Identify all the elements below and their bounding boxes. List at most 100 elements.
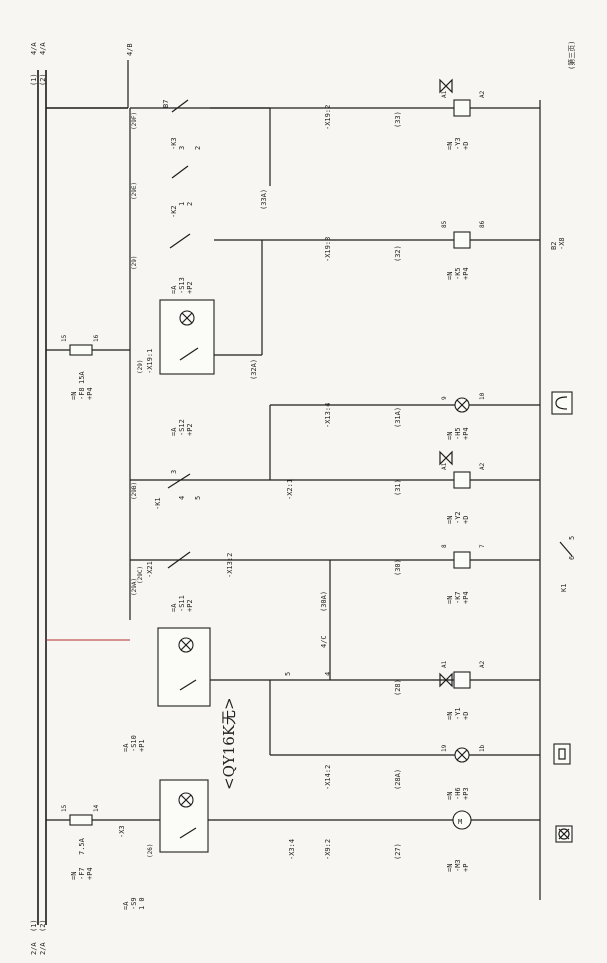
contact-k1-tag-2: 5 — [568, 536, 576, 540]
branch-s10: =A -S10 +P1 <QY16K无> 5 4 (28) -X14:2 (28… — [46, 627, 571, 800]
bus-node-top-1: (1) — [30, 73, 38, 86]
switch-s10-lamp-x2 — [180, 639, 192, 651]
fuse-f7 — [69, 814, 93, 826]
switch-s9-tag-2: -S9 — [130, 897, 138, 910]
valve-y2-pin-b: A2 — [479, 462, 486, 470]
fuse-f7-tag-3: +P4 — [86, 867, 94, 880]
lamp-h6-tag-3: +P3 — [462, 787, 470, 800]
wire-31a-term: -X13:4 — [324, 403, 332, 428]
wire-33a-label: (33A) — [260, 189, 268, 210]
relay-k2-contact — [171, 165, 189, 179]
relay-k7-coil — [453, 551, 471, 569]
wire-27-term-b: -X9:2 — [324, 839, 332, 860]
valve-y1-tag-1: =N — [446, 712, 454, 720]
fuse-f8-tag-2: -F8 — [78, 387, 86, 400]
relay-k1-tag-4: 5 — [194, 496, 202, 500]
node-19-label: -X19:1 — [146, 349, 154, 374]
switch-s11-contact — [167, 551, 191, 569]
contact-k1-right — [559, 541, 573, 557]
wire-31a-label: (31A) — [394, 407, 402, 428]
node-29f-label: (29F) — [131, 112, 138, 130]
relay-k3-contact — [171, 99, 189, 113]
valve-y1-pin-b: A2 — [479, 660, 486, 668]
lamp-h6-pin-a: 19 — [441, 744, 448, 752]
fuse-f8-pin-a: 15 — [61, 334, 68, 342]
relay-k2-tag-2: 1 — [178, 202, 186, 206]
lamp-h5-pin-b: 10 — [479, 392, 486, 400]
contact-k1-tag-1: K1 — [560, 584, 568, 592]
relay-k5-tag-1: =N — [446, 272, 454, 280]
page-note: (第三页) — [567, 41, 576, 70]
node-29b-label: (29B) — [131, 482, 138, 500]
branch-k1: -K1 3 4 5 -X2:1 (31) A1 A2 =N -Y2 +D — [130, 450, 540, 524]
valve-y3-tag-1: =N — [446, 142, 454, 150]
right-term-tag-2: -X8 — [558, 237, 566, 250]
branch-f8-s13: 15A 15 16 =N -F8 +P4 (32A) -X19:1 (29) =… — [46, 220, 566, 400]
motor-m3-symbol: M — [458, 818, 462, 826]
c-symbol-icon — [551, 391, 573, 415]
relay-k3-tag-1: B7 — [162, 100, 170, 108]
bus-ref-top-right-1: 4/A — [30, 42, 38, 55]
bus-node-bottom-1: (1) — [30, 919, 38, 932]
fan-symbol-hub — [558, 828, 570, 840]
node-29c-label: (29C) — [137, 566, 144, 584]
relay-k2-tag-1: -K2 — [170, 205, 178, 218]
valve-y3-coil — [453, 99, 471, 117]
valve-y2-tag-2: -Y2 — [454, 511, 462, 524]
wire-29-term-b: -X13:2 — [226, 553, 234, 578]
busbar-group — [37, 60, 129, 925]
switch-s13-tag-3: +P2 — [186, 281, 194, 294]
valve-y2-icon — [439, 450, 453, 466]
wire-31-label: (31) — [394, 479, 402, 496]
relay-k7-pin-a: 8 — [441, 544, 448, 548]
x3-label: -X3 — [118, 825, 126, 838]
switch-s11-tag-1: =A — [170, 603, 178, 612]
wire-30-label: (30) — [394, 559, 402, 576]
lamp-h5-tag-1: =N — [446, 432, 454, 440]
wire-32-label: (32) — [394, 245, 402, 262]
valve-y1-tag-2: -Y1 — [454, 707, 462, 720]
wire-28-term-b: 4 — [324, 672, 332, 676]
motor-m3-tag-3: +P — [462, 864, 470, 872]
fuse-f8-rating: 15A — [78, 371, 86, 384]
lamp-h6-tag-1: =N — [446, 792, 454, 800]
branch-k2-k3: -K2 1 2 B7 -K3 3 2 (33A) -X19:2 (33) A1 … — [162, 78, 486, 218]
valve-y3-icon — [439, 78, 453, 94]
relay-k1-tag-3: 4 — [178, 496, 186, 500]
fuse-f7-tag-2: -F7 — [78, 867, 86, 880]
valve-y3-tag-3: +D — [462, 142, 470, 150]
wire-31-term: -X2:1 — [286, 479, 294, 500]
relay-k1-tag-2: 3 — [170, 470, 178, 474]
relay-k1-tag-1: -K1 — [154, 497, 162, 510]
valve-y1-icon — [439, 672, 453, 688]
fuse-f8-tag-1: =N — [70, 392, 78, 400]
switch-s9-tag-3: 1 0 — [138, 897, 146, 910]
relay-k3-tag-2: -K3 — [170, 137, 178, 150]
wire-32-term: -X19:3 — [324, 237, 332, 262]
valve-y2-coil — [453, 471, 471, 489]
switch-s13-contact — [179, 347, 199, 361]
node-29e-label: (29E) — [131, 182, 138, 200]
valve-y2-tag-1: =N — [446, 516, 454, 524]
bus-ref-top-2: 2/A — [39, 942, 47, 955]
bus-node-top-2: (2) — [39, 73, 47, 86]
relay-k7-pin-b: 7 — [479, 544, 486, 548]
wire-28a-term: -X14:2 — [324, 765, 332, 790]
lamp-h5-pin-a: 9 — [441, 396, 448, 400]
valve-y1-coil — [453, 671, 471, 689]
relay-k5-pin-b: 86 — [479, 220, 486, 228]
relay-k7-tag-2: -K7 — [454, 591, 462, 604]
branch-s9-f7-m3: 7.5A 15 14 =N -F7 +P4 -X3 =A -S9 1 0 (26… — [46, 779, 573, 910]
valve-y2-pin-a: A1 — [441, 462, 448, 470]
indicator-symbol-inner — [558, 748, 566, 760]
relay-k2-tag-3: 2 — [186, 202, 194, 206]
c-symbol-glyph — [555, 396, 568, 410]
lamp-h6-x2 — [456, 749, 468, 761]
wire-28-term-a: 5 — [284, 672, 292, 676]
relay-k5-tag-3: +P4 — [462, 267, 470, 280]
switch-s13-tag-1: =A — [170, 285, 178, 294]
bus-node-bottom-2: (2) — [39, 919, 47, 932]
relay-k5-pin-a: 85 — [441, 220, 448, 228]
fuse-f8-pin-b: 16 — [93, 334, 100, 342]
